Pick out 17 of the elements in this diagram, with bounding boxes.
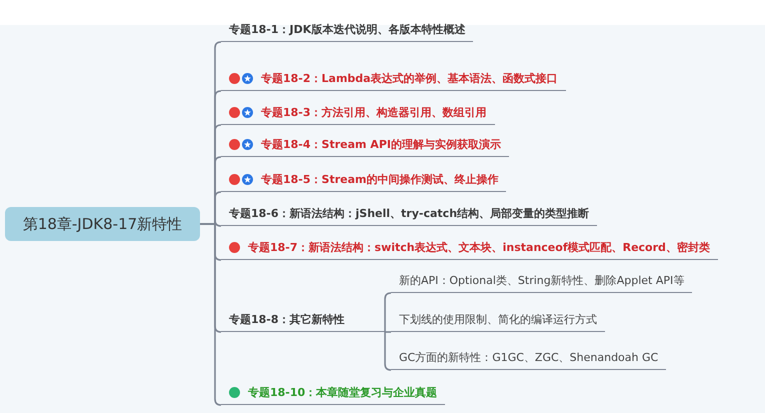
branch-connector: [384, 331, 392, 371]
topic-label: 专题18-10：本章随堂复习与企业真题: [248, 385, 438, 400]
topic-label: GC方面的新特性：G1GC、ZGC、Shenandoah GC: [399, 350, 658, 365]
topic-label: 专题18-8：其它新特性: [229, 312, 345, 327]
topic-label: 专题18-2：Lambda表达式的举例、基本语法、函数式接口: [261, 71, 558, 86]
branch-connector: [384, 292, 392, 333]
topic-label: 专题18-7：新语法结构：switch表达式、文本块、instanceof模式匹配、Record、密封类: [248, 240, 710, 255]
topic-label: 下划线的使用限制、简化的编译运行方式: [399, 312, 597, 327]
topic-label: 专题18-4：Stream API的理解与实例获取演示: [261, 137, 501, 152]
topic-label: 专题18-3：方法引用、构造器引用、数组引用: [261, 105, 487, 120]
topic-title: 第18章-JDK8-17新特性: [22, 214, 182, 234]
topic-label: 专题18-5：Stream的中间操作测试、终止操作: [261, 172, 498, 187]
topic-label: 新的API：Optional类、String新特性、删除Applet API等: [399, 273, 684, 288]
topic-label: 专题18-1：JDK版本迭代说明、各版本特性概述: [229, 22, 466, 37]
branch-connector: [385, 331, 391, 333]
topic-label: 专题18-6：新语法结构：jShell、try-catch结构、局部变量的类型推断: [229, 206, 590, 221]
central-topic-box: [5, 207, 200, 241]
